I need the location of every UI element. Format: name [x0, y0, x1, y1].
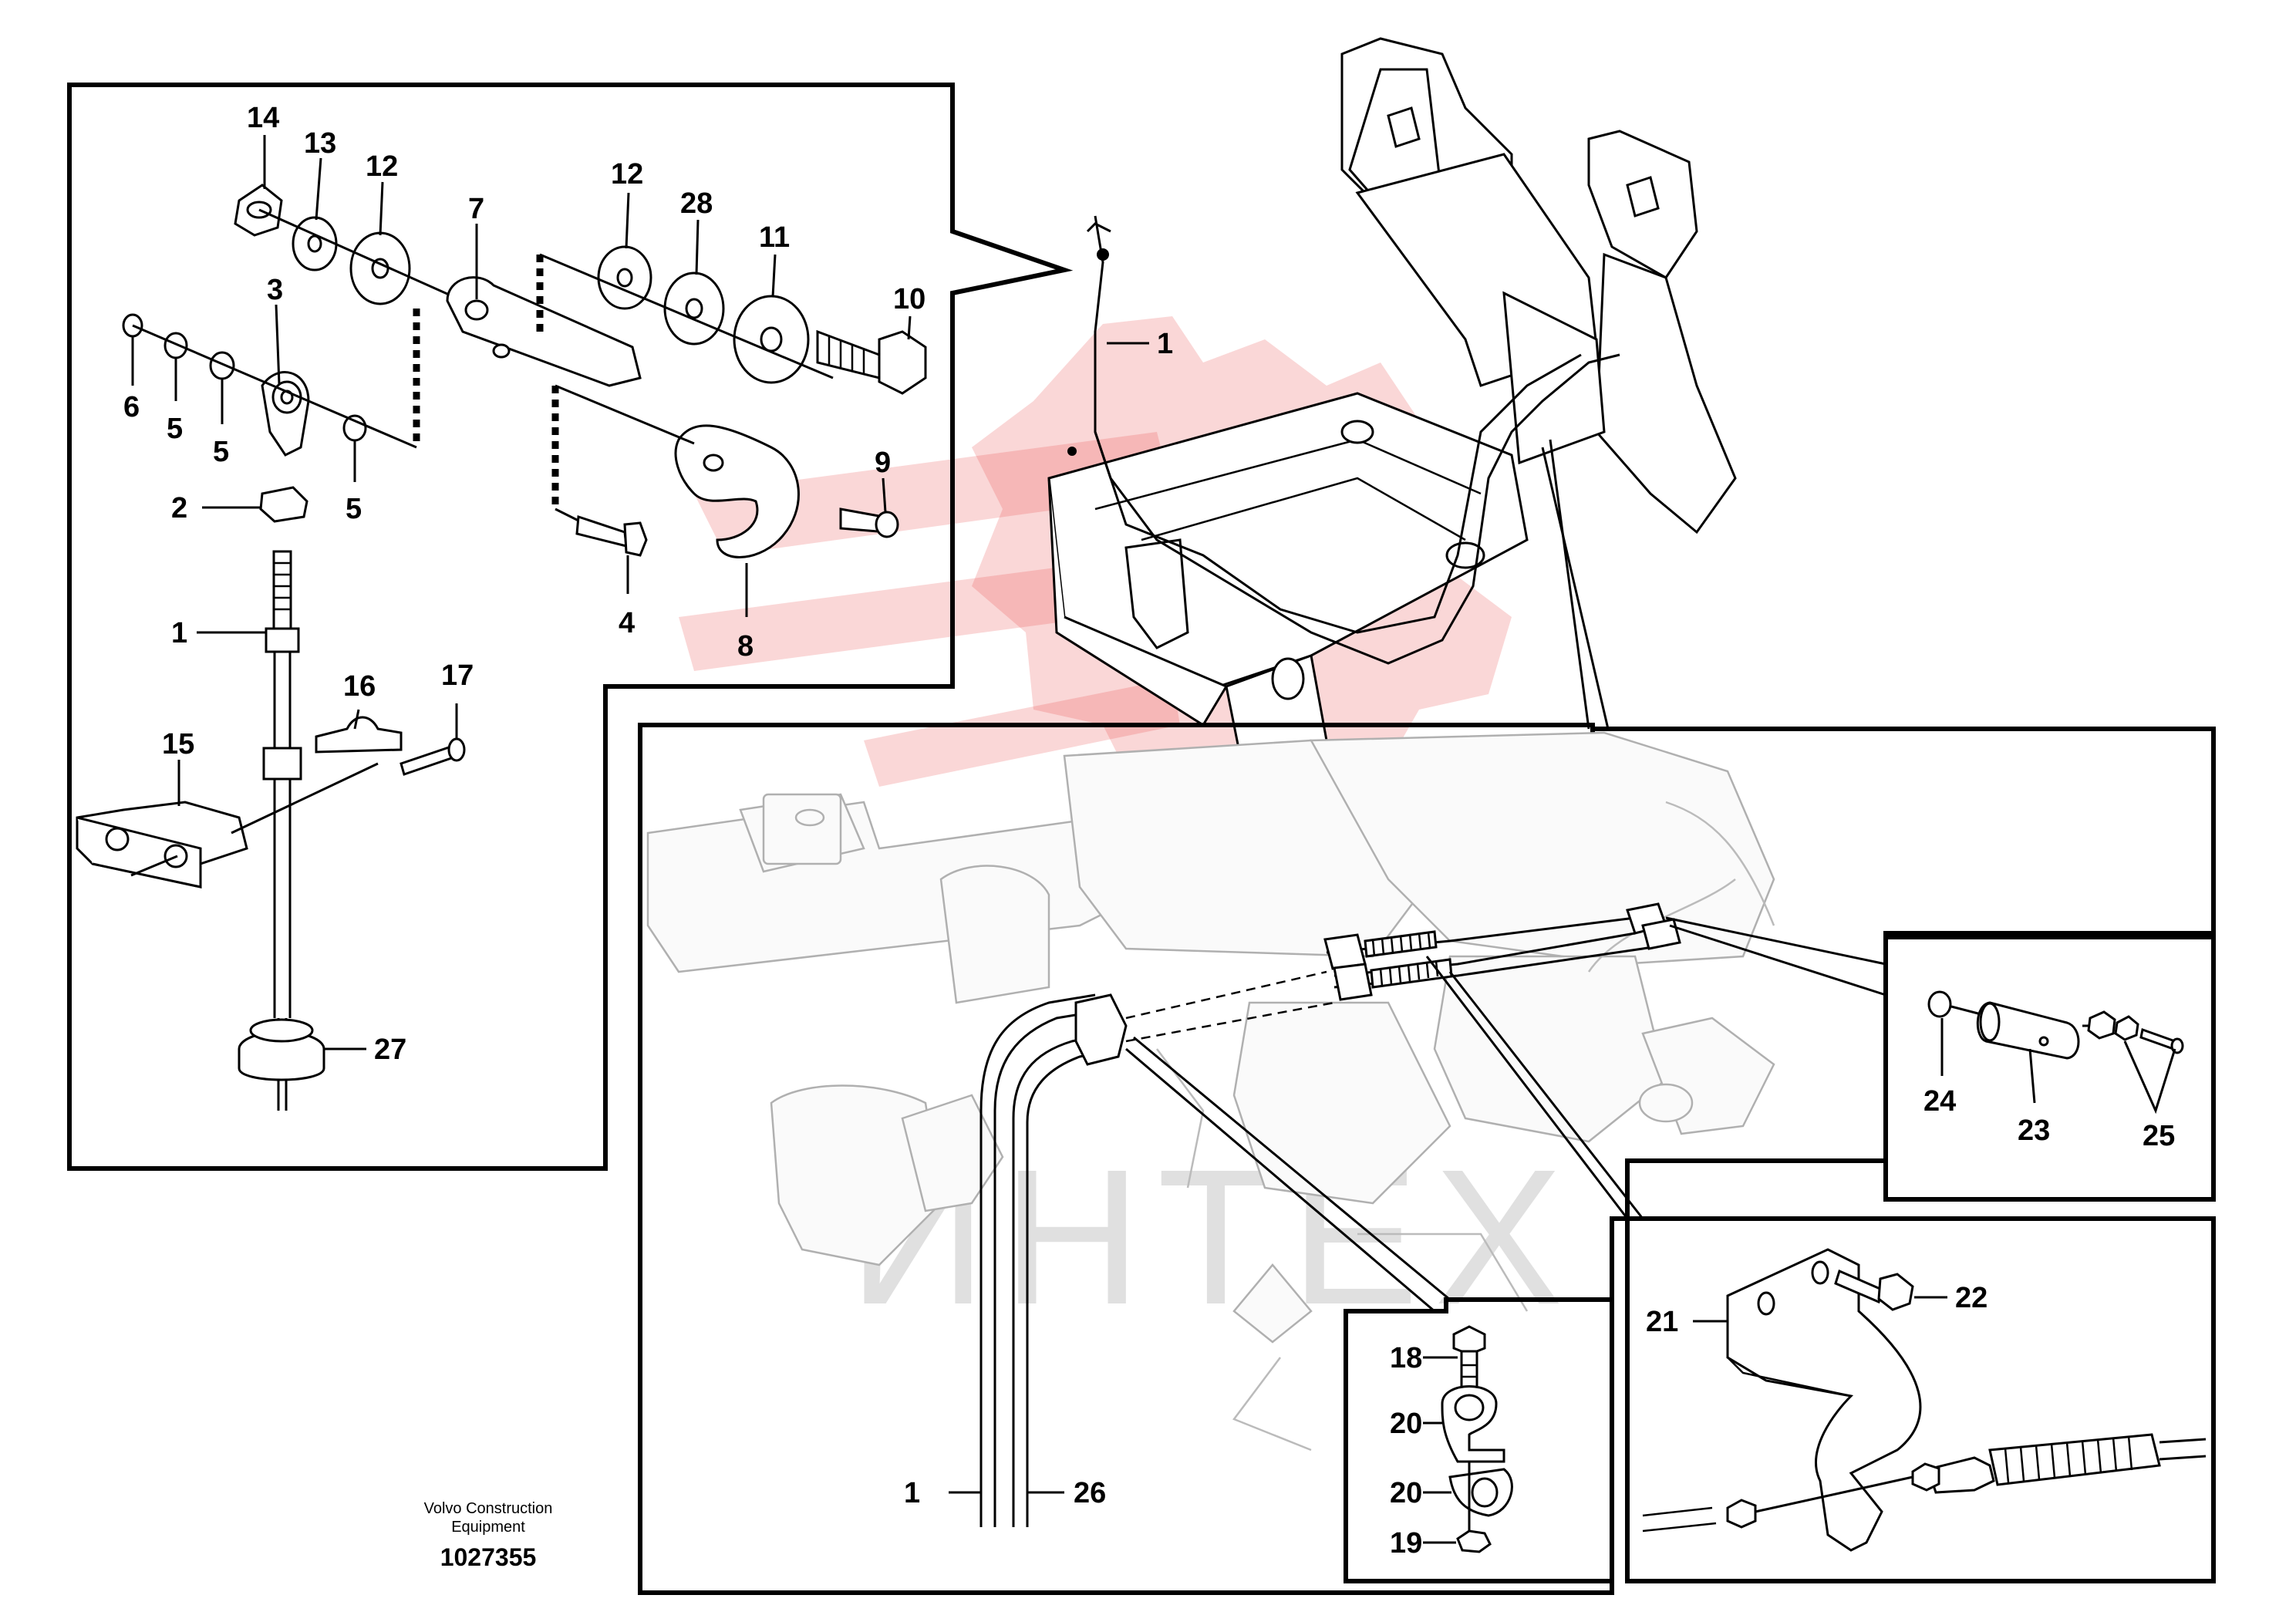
bellows-upper: [1364, 930, 1438, 958]
cable-sleeve-bottom: [262, 747, 302, 781]
nut-bracket-left: [1726, 1499, 1757, 1529]
callout-15: 15: [162, 728, 194, 760]
screw-17: [400, 745, 455, 776]
callout-19: 19: [1390, 1527, 1422, 1560]
washer-5b: [209, 351, 235, 380]
callout-20b: 20: [1390, 1477, 1422, 1509]
company-name-line2: Equipment: [451, 1519, 525, 1536]
callout-14: 14: [247, 102, 279, 134]
callout-27: 27: [374, 1034, 406, 1066]
callout-2: 2: [171, 492, 187, 524]
callout-8: 8: [737, 630, 754, 663]
callout-18: 18: [1390, 1342, 1422, 1374]
cable-sleeve-top: [265, 627, 300, 653]
clamp-lower-view: [1074, 993, 1128, 1066]
callout-6: 6: [123, 391, 140, 423]
callout-20a: 20: [1390, 1408, 1422, 1440]
callout-4: 4: [619, 607, 635, 639]
callout-10: 10: [893, 283, 925, 315]
callout-24: 24: [1923, 1085, 1956, 1118]
callout-21: 21: [1646, 1306, 1678, 1338]
callout-5a: 5: [167, 413, 183, 445]
callout-25: 25: [2143, 1120, 2175, 1152]
nut-25a: [2087, 1010, 2116, 1040]
bolt-22-shank: [1834, 1269, 1883, 1304]
nut-25b: [2114, 1015, 2139, 1041]
callout-5b: 5: [213, 436, 229, 468]
callout-17: 17: [441, 659, 474, 692]
washer-24: [1927, 990, 1952, 1018]
company-name-line1: Volvo Construction: [424, 1500, 553, 1517]
callout-16: 16: [343, 670, 376, 703]
callout-12b: 12: [611, 158, 643, 191]
callout-lower-1: 1: [904, 1477, 920, 1509]
callout-5c: 5: [346, 493, 362, 525]
detail-lower-main: 1 26: [638, 439, 2216, 1595]
washer-5c: [342, 414, 367, 442]
main-frame-view: 1: [1047, 37, 1737, 765]
cotter-25: [2139, 1028, 2176, 1050]
callout-22: 22: [1955, 1282, 1988, 1314]
callout-26: 26: [1074, 1477, 1106, 1509]
callout-7: 7: [468, 193, 484, 225]
callout-11: 11: [759, 221, 790, 254]
detail-clamp: 18 20 20 19: [1125, 1036, 1614, 1583]
detail-top-left: 14 13 12 7 12 28 11 10 3 6 5 5 5 9 2 1 4…: [67, 83, 1074, 1171]
pin-23: [1976, 1001, 2080, 1060]
callout-3: 3: [267, 274, 283, 306]
clamp-16: [315, 716, 403, 754]
bellows-lower: [1370, 958, 1453, 989]
nut-bracket-right: [1911, 1462, 1940, 1492]
callout-9: 9: [875, 447, 891, 479]
callout-13: 13: [304, 127, 336, 160]
callout-12a: 12: [366, 150, 398, 183]
washer-5a: [164, 332, 188, 359]
callout-23: 23: [2018, 1114, 2050, 1147]
bolt-10-shank: [816, 329, 881, 379]
bellows-bracket: [1988, 1433, 2161, 1486]
drawing-number: 1027355: [440, 1543, 537, 1571]
cable-end-bracket: [1927, 1456, 1995, 1494]
lever-7: [446, 276, 642, 387]
cover-8: [674, 424, 800, 558]
nut-19: [1456, 1529, 1492, 1553]
detail-pin: 24 23 25: [1665, 916, 2216, 1202]
nut-2: [259, 486, 308, 523]
bolt-10-head: [878, 330, 927, 395]
bolt-18-head: [1452, 1325, 1486, 1356]
detail-bracket: 22 21: [1425, 956, 2216, 1583]
bracket-21: [1726, 1248, 1922, 1552]
callout-28: 28: [680, 187, 713, 220]
bolt-22-head: [1877, 1273, 1914, 1311]
callout-1-detail: 1: [171, 617, 187, 649]
bolt-4: [575, 514, 628, 548]
callout-main-1: 1: [1157, 328, 1173, 360]
